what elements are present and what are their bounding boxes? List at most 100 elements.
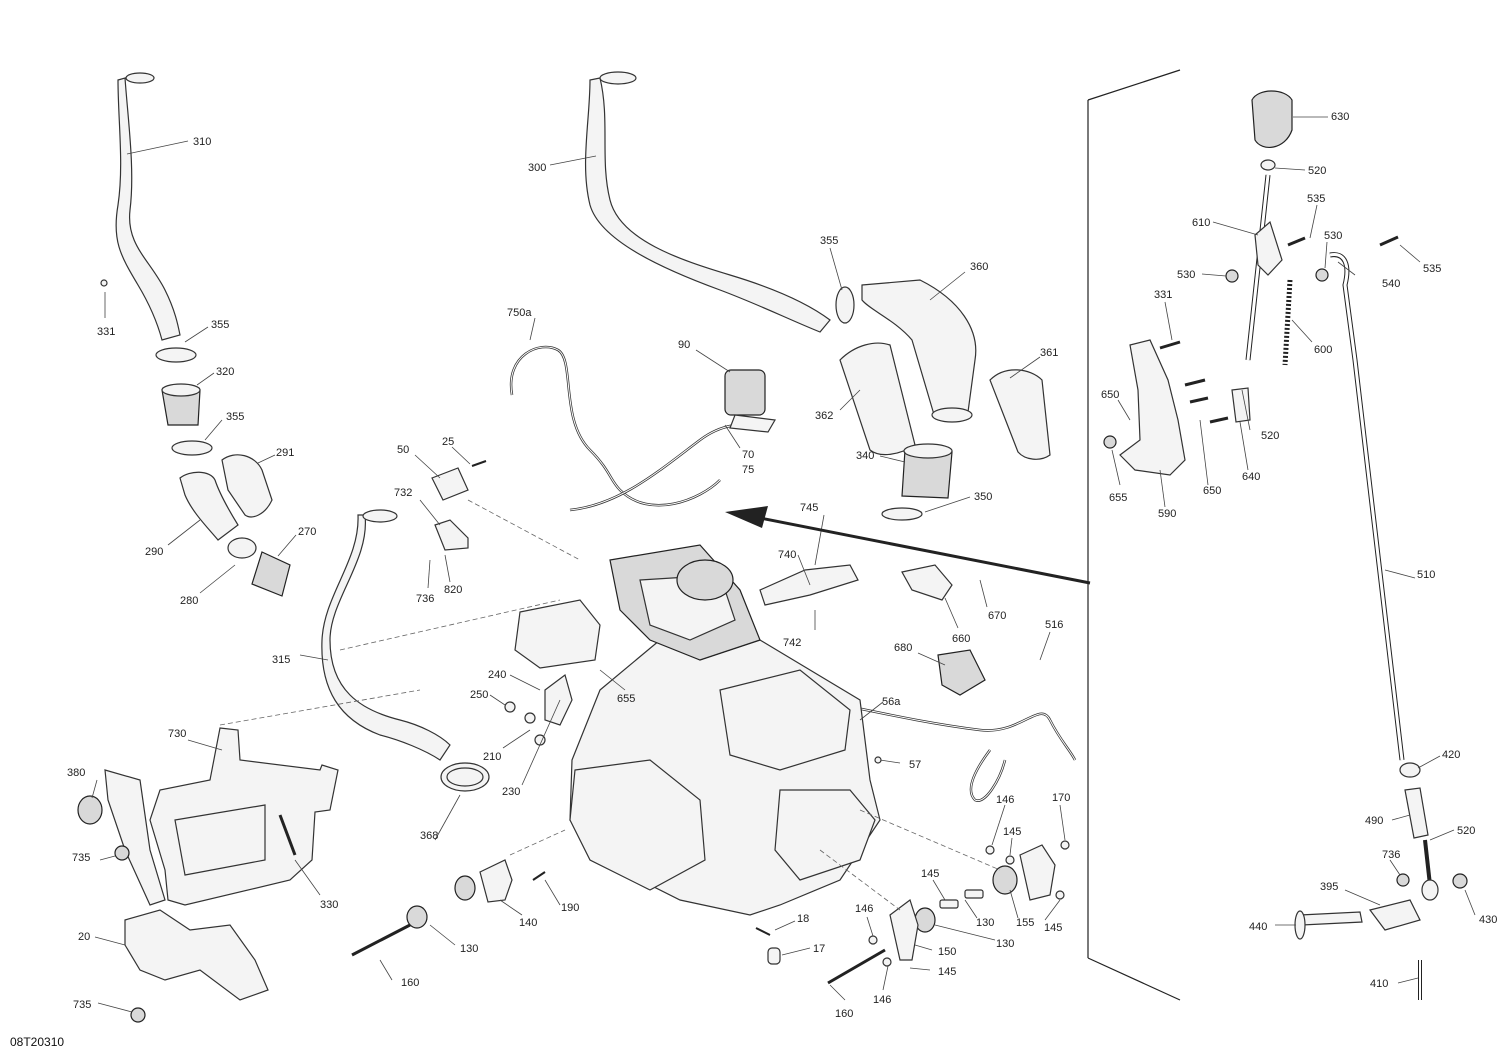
callout-130: 130 xyxy=(996,938,1014,950)
callout-146: 146 xyxy=(855,903,873,915)
pivot-640 xyxy=(1231,387,1251,423)
callout-155: 155 xyxy=(1016,917,1034,929)
callout-740: 740 xyxy=(778,549,796,561)
callout-160: 160 xyxy=(401,977,419,989)
bracket-732 xyxy=(434,519,469,551)
callout-150: 150 xyxy=(938,946,956,958)
callout-430: 430 xyxy=(1479,914,1497,926)
spacer-145 xyxy=(939,889,984,909)
callout-331: 331 xyxy=(1154,289,1172,301)
grommet-380 xyxy=(77,795,103,825)
callout-25: 25 xyxy=(442,436,454,448)
bracket-140 xyxy=(479,859,513,903)
callout-655: 655 xyxy=(617,693,635,705)
intake-tube-315 xyxy=(321,509,451,761)
callout-145: 145 xyxy=(921,868,939,880)
callout-210: 210 xyxy=(483,751,501,763)
callout-230: 230 xyxy=(502,786,520,798)
callout-320: 320 xyxy=(216,366,234,378)
callout-291: 291 xyxy=(276,447,294,459)
callout-510: 510 xyxy=(1417,569,1435,581)
callout-270: 270 xyxy=(298,526,316,538)
filter-340 xyxy=(901,443,953,499)
callout-735: 735 xyxy=(73,999,91,1011)
rod-end-assembly xyxy=(1294,839,1468,1000)
intake-tube-300 xyxy=(584,71,831,333)
callout-520: 520 xyxy=(1457,825,1475,837)
bracket-240 xyxy=(544,673,573,726)
callout-820: 820 xyxy=(444,584,462,596)
callout-350: 350 xyxy=(974,491,992,503)
nut-735-lower xyxy=(130,1007,146,1023)
nut-250 xyxy=(504,701,516,713)
callout-680: 680 xyxy=(894,642,912,654)
bolts-210 xyxy=(524,712,546,746)
bolt-18 xyxy=(755,927,771,936)
callout-730: 730 xyxy=(168,728,186,740)
bracket-590 xyxy=(1119,339,1186,476)
bracket-740 xyxy=(759,564,859,606)
bracket-150 xyxy=(889,899,919,961)
callout-360: 360 xyxy=(970,261,988,273)
nut-530-right xyxy=(1315,268,1329,282)
bracket-20 xyxy=(124,909,269,1001)
mount-130-left xyxy=(406,875,476,929)
callout-330: 330 xyxy=(320,899,338,911)
callout-530: 530 xyxy=(1177,269,1195,281)
bushing-520-top xyxy=(1260,159,1276,171)
callout-56a: 56a xyxy=(882,696,901,708)
callout-520: 520 xyxy=(1261,430,1279,442)
callout-140: 140 xyxy=(519,917,537,929)
callout-395: 395 xyxy=(1320,881,1338,893)
bolt-25 xyxy=(471,460,487,467)
callout-146: 146 xyxy=(873,994,891,1006)
throttle-body-90 xyxy=(724,369,776,433)
bracket-side-left xyxy=(104,769,166,906)
boot-320 xyxy=(161,383,201,426)
bracket-155 xyxy=(1019,844,1056,901)
nut-655-right xyxy=(1103,435,1117,449)
callout-240: 240 xyxy=(488,669,506,681)
callout-732: 732 xyxy=(394,487,412,499)
bolt-331-right xyxy=(1159,340,1181,350)
callout-660: 660 xyxy=(952,633,970,645)
callout-355: 355 xyxy=(226,411,244,423)
callout-250: 250 xyxy=(470,689,488,701)
shift-lever-610 xyxy=(1245,174,1283,361)
callout-490: 490 xyxy=(1365,815,1383,827)
callout-736: 736 xyxy=(1382,849,1400,861)
callout-745: 745 xyxy=(800,502,818,514)
callout-362: 362 xyxy=(815,410,833,422)
callout-410: 410 xyxy=(1370,978,1388,990)
bracket-50 xyxy=(431,467,469,501)
bushing-420 xyxy=(1399,762,1421,778)
callout-650: 650 xyxy=(1101,389,1119,401)
callout-590: 590 xyxy=(1158,508,1176,520)
clamp-355-left-lower xyxy=(171,440,213,456)
callout-535: 535 xyxy=(1307,193,1325,205)
callout-368: 368 xyxy=(420,830,438,842)
airbox-360 xyxy=(861,279,977,423)
callout-331: 331 xyxy=(97,326,115,338)
callout-190: 190 xyxy=(561,902,579,914)
callout-18: 18 xyxy=(797,913,809,925)
callout-90: 90 xyxy=(678,339,690,351)
callout-655: 655 xyxy=(1109,492,1127,504)
callout-670: 670 xyxy=(988,610,1006,622)
diagram-reference-code: 08T20310 xyxy=(10,1035,64,1049)
callout-640: 640 xyxy=(1242,471,1260,483)
bolt-190 xyxy=(532,871,546,881)
callout-145: 145 xyxy=(1003,826,1021,838)
callout-630: 630 xyxy=(1331,111,1349,123)
elbow-290 xyxy=(179,471,239,541)
callout-300: 300 xyxy=(528,162,546,174)
shifter-panel-outline xyxy=(1087,69,1181,1001)
heat-shield-361 xyxy=(989,369,1051,460)
callout-440: 440 xyxy=(1249,921,1267,933)
callout-340: 340 xyxy=(856,450,874,462)
callout-146: 146 xyxy=(996,794,1014,806)
sleeve-490 xyxy=(1404,787,1429,839)
bolts-bracket-590 xyxy=(1184,378,1229,424)
callout-650: 650 xyxy=(1203,485,1221,497)
bolt-535-left xyxy=(1287,236,1306,247)
